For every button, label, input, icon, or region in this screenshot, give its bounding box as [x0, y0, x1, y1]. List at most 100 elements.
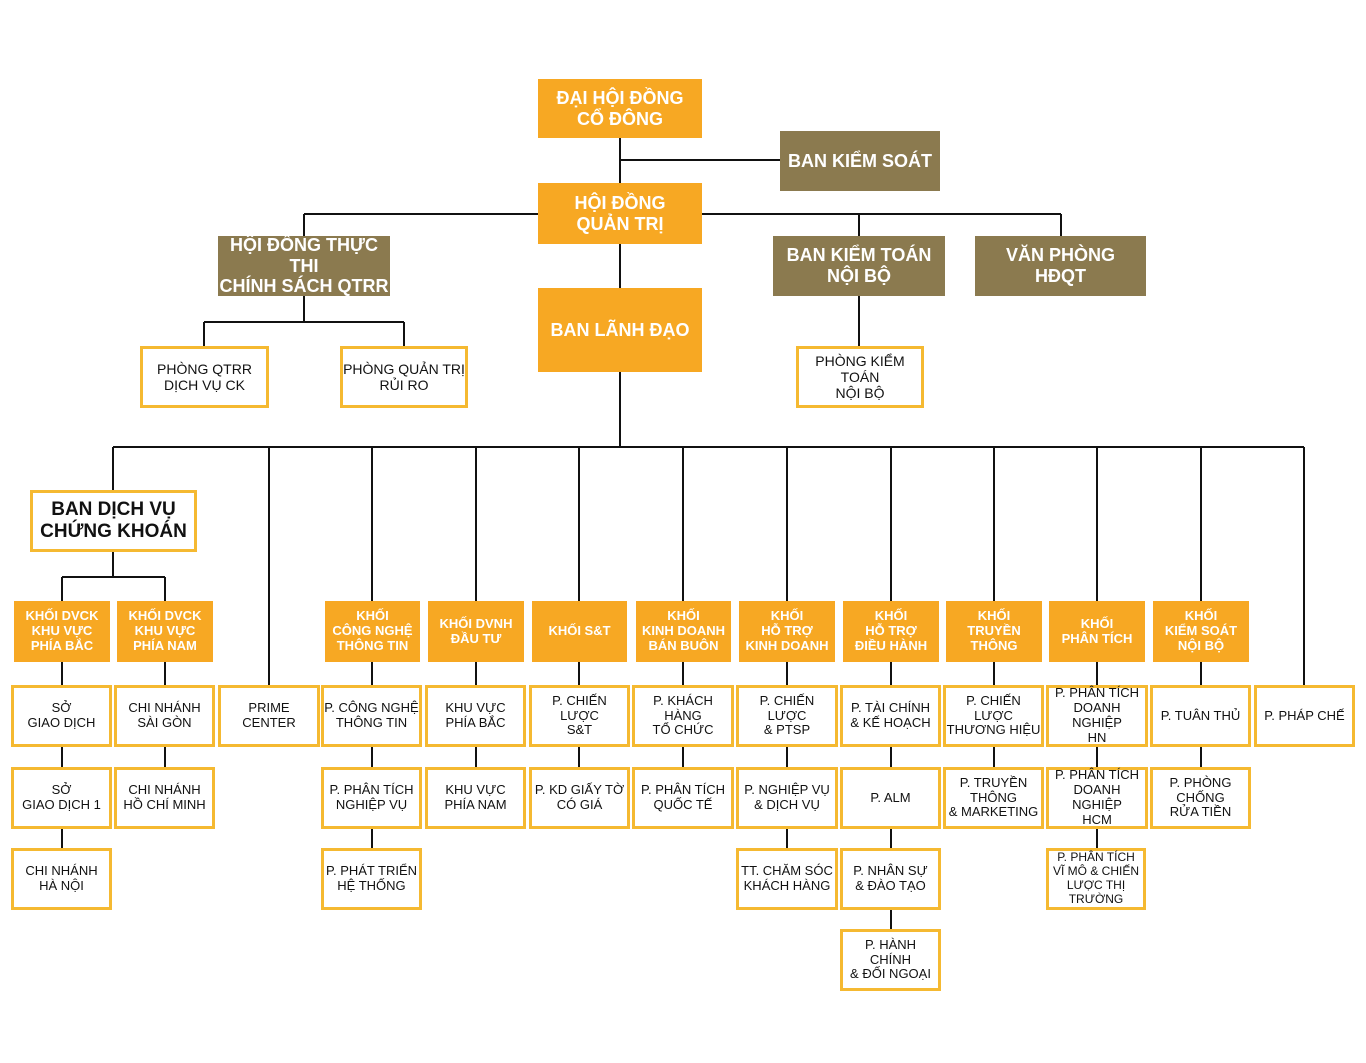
p-tai-chinh-box: P. TÀI CHÍNH & KẾ HOẠCH: [840, 685, 941, 747]
ban-kiem-soat-label: BAN KIỂM SOÁT: [788, 150, 932, 171]
p-phap-che-label: P. PHÁP CHẾ: [1264, 707, 1345, 723]
khoi-dvck-nam-box: KHỐI DVCK KHU VỰC PHÍA NAM: [117, 601, 213, 662]
so-giao-dich-1-box: SỞ GIAO DỊCH 1: [11, 767, 112, 829]
p-nghiep-vu-dich-vu-box: P. NGHIỆP VỤ & DỊCH VỤ: [736, 767, 838, 829]
phong-kiem-toan-label: PHÒNG KIỂM TOÁN NỘI BỘ: [815, 352, 905, 402]
khoi-dvnh-box: KHỐI DVNH ĐẦU TƯ: [428, 601, 524, 662]
so-giao-dich-box: SỞ GIAO DỊCH: [11, 685, 112, 747]
p-kd-giay-to-box: P. KD GIẤY TỜ CÓ GIÁ: [529, 767, 630, 829]
khu-vuc-phia-nam-label: KHU VỰC PHÍA NAM: [444, 782, 507, 812]
khoi-dvnh-label: KHỐI DVNH ĐẦU TƯ: [439, 615, 513, 646]
ban-dich-vu-ck-box: BAN DỊCH VỤ CHỨNG KHOÁN: [30, 490, 197, 552]
p-hanh-chinh-label: P. HÀNH CHÍNH & ĐỐI NGOẠI: [850, 936, 931, 982]
p-phan-tich-quoc-te-box: P. PHÂN TÍCH QUỐC TẾ: [632, 767, 734, 829]
phong-quan-tri-rui-ro-box: PHÒNG QUẢN TRỊ RỦI RO: [340, 346, 468, 408]
khoi-cong-nghe-label: KHỐI CÔNG NGHỆ THÔNG TIN: [332, 608, 413, 653]
van-phong-hdqt-box: VĂN PHÒNG HĐQT: [975, 236, 1146, 296]
p-nhan-su-box: P. NHÂN SỰ & ĐÀO TẠO: [840, 848, 941, 910]
chi-nhanh-sai-gon-label: CHI NHÁNH SÀI GÒN: [128, 700, 201, 730]
phong-qtrr-dich-vu-box: PHÒNG QTRR DỊCH VỤ CK: [140, 346, 269, 408]
khu-vuc-phia-nam-box: KHU VỰC PHÍA NAM: [425, 767, 526, 829]
p-truyen-thong-marketing-label: P. TRUYỀN THÔNG & MARKETING: [948, 774, 1039, 820]
dai-hoi-dong-co-dong-label: ĐẠI HỘI ĐỒNG CỔ ĐÔNG: [556, 87, 684, 129]
phong-qtrr-dich-vu-label: PHÒNG QTRR DỊCH VỤ CK: [157, 360, 252, 393]
hoi-dong-quan-tri-label: HỘI ĐỒNG QUẢN TRỊ: [574, 192, 666, 234]
p-phan-tich-vi-mo-label: P. PHÂN TÍCH VĨ MÔ & CHIẾN LƯỢC THỊ TRƯỜ…: [1052, 850, 1139, 906]
khoi-dvck-nam-label: KHỐI DVCK KHU VỰC PHÍA NAM: [128, 608, 202, 653]
khoi-kiem-soat-box: KHỐI KIỂM SOÁT NỘI BỘ: [1153, 601, 1249, 662]
so-giao-dich-1-label: SỞ GIAO DỊCH 1: [22, 782, 101, 812]
hoi-dong-thuc-thi-label: HỘI ĐỒNG THỰC THI CHÍNH SÁCH QTRR: [219, 234, 389, 297]
phong-kiem-toan-box: PHÒNG KIỂM TOÁN NỘI BỘ: [796, 346, 924, 408]
p-chien-luoc-ptsp-box: P. CHIẾN LƯỢC & PTSP: [736, 685, 838, 747]
khoi-truyen-thong-label: KHỐI TRUYỀN THÔNG: [967, 608, 1021, 653]
khoi-st-label: KHỐI S&T: [548, 623, 611, 639]
khoi-phan-tich-label: KHỐI PHÂN TÍCH: [1061, 615, 1133, 646]
khoi-dvck-bac-label: KHỐI DVCK KHU VỰC PHÍA BẮC: [25, 608, 99, 653]
p-hanh-chinh-box: P. HÀNH CHÍNH & ĐỐI NGOẠI: [840, 929, 941, 991]
khoi-ho-tro-kd-label: KHỐI HỖ TRỢ KINH DOANH: [745, 608, 829, 653]
p-phan-tich-dn-hn-label: P. PHÂN TÍCH DOANH NGHIỆP HN: [1054, 685, 1140, 745]
khoi-phan-tich-box: KHỐI PHÂN TÍCH: [1049, 601, 1145, 662]
chi-nhanh-hcm-box: CHI NHÁNH HỒ CHÍ MINH: [114, 767, 215, 829]
p-phan-tich-dn-hcm-box: P. PHÂN TÍCH DOANH NGHIỆP HCM: [1046, 767, 1148, 829]
p-truyen-thong-marketing-box: P. TRUYỀN THÔNG & MARKETING: [943, 767, 1044, 829]
p-alm-box: P. ALM: [840, 767, 941, 829]
khoi-kiem-soat-label: KHỐI KIỂM SOÁT NỘI BỘ: [1164, 608, 1238, 653]
p-phat-trien-he-thong-box: P. PHÁT TRIỂN HỆ THỐNG: [321, 848, 422, 910]
hoi-dong-quan-tri-box: HỘI ĐỒNG QUẢN TRỊ: [538, 183, 702, 244]
prime-center-box: PRIME CENTER: [218, 685, 320, 747]
khoi-st-box: KHỐI S&T: [532, 601, 627, 662]
khu-vuc-phia-bac-box: KHU VỰC PHÍA BẮC: [425, 685, 526, 747]
dai-hoi-dong-co-dong-box: ĐẠI HỘI ĐỒNG CỔ ĐÔNG: [538, 79, 702, 138]
khoi-kinh-doanh-label: KHỐI KINH DOANH BÁN BUÔN: [641, 608, 726, 653]
p-phan-tich-dn-hcm-label: P. PHÂN TÍCH DOANH NGHIỆP HCM: [1054, 767, 1140, 827]
khoi-truyen-thong-box: KHỐI TRUYỀN THÔNG: [946, 601, 1042, 662]
p-phap-che-box: P. PHÁP CHẾ: [1254, 685, 1355, 747]
p-chien-luoc-thuong-hieu-label: P. CHIẾN LƯỢC THƯƠNG HIỆU: [946, 692, 1041, 738]
van-phong-hdqt-label: VĂN PHÒNG HĐQT: [1005, 245, 1115, 286]
khoi-cong-nghe-box: KHỐI CÔNG NGHỆ THÔNG TIN: [325, 601, 420, 662]
p-phong-chong-rua-tien-box: P. PHÒNG CHỐNG RỬA TIỀN: [1150, 767, 1251, 829]
khu-vuc-phia-bac-label: KHU VỰC PHÍA BẮC: [445, 700, 506, 730]
p-kd-giay-to-label: P. KD GIẤY TỜ CÓ GIÁ: [534, 782, 625, 812]
p-chien-luoc-thuong-hieu-box: P. CHIẾN LƯỢC THƯƠNG HIỆU: [943, 685, 1044, 747]
phong-quan-tri-rui-ro-label: PHÒNG QUẢN TRỊ RỦI RO: [343, 360, 465, 393]
p-tai-chinh-label: P. TÀI CHÍNH & KẾ HOẠCH: [850, 700, 931, 730]
ban-kiem-toan-label: BAN KIỂM TOÁN NỘI BỘ: [786, 245, 932, 286]
p-chien-luoc-ptsp-label: P. CHIẾN LƯỢC & PTSP: [759, 692, 815, 738]
p-cong-nghe-thong-tin-box: P. CÔNG NGHỆ THÔNG TIN: [321, 685, 422, 747]
ban-lanh-dao-box: BAN LÃNH ĐẠO: [538, 288, 702, 372]
chi-nhanh-hcm-label: CHI NHÁNH HỒ CHÍ MINH: [123, 782, 206, 812]
p-chien-luoc-st-label: P. CHIẾN LƯỢC S&T: [552, 692, 607, 738]
p-tuan-thu-label: P. TUÂN THỦ: [1160, 707, 1241, 723]
p-phan-tich-nghiep-vu-box: P. PHÂN TÍCH NGHIỆP VỤ: [321, 767, 422, 829]
hoi-dong-thuc-thi-box: HỘI ĐỒNG THỰC THI CHÍNH SÁCH QTRR: [218, 234, 390, 297]
p-phan-tich-quoc-te-label: P. PHÂN TÍCH QUỐC TẾ: [640, 782, 726, 812]
chi-nhanh-ha-noi-box: CHI NHÁNH HÀ NỘI: [11, 848, 112, 910]
chi-nhanh-ha-noi-label: CHI NHÁNH HÀ NỘI: [25, 863, 98, 893]
prime-center-label: PRIME CENTER: [242, 700, 296, 730]
ban-kiem-toan-box: BAN KIỂM TOÁN NỘI BỘ: [773, 236, 945, 296]
ban-lanh-dao-label: BAN LÃNH ĐẠO: [550, 319, 690, 340]
p-khach-hang-to-chuc-box: P. KHÁCH HÀNG TỔ CHỨC: [632, 685, 734, 747]
tt-cham-soc-khach-hang-box: TT. CHĂM SÓC KHÁCH HÀNG: [736, 848, 838, 910]
khoi-ho-tro-dh-box: KHỐI HỖ TRỢ ĐIỀU HÀNH: [843, 601, 939, 662]
p-khach-hang-to-chuc-label: P. KHÁCH HÀNG TỔ CHỨC: [652, 692, 714, 738]
p-phan-tich-dn-hn-box: P. PHÂN TÍCH DOANH NGHIỆP HN: [1046, 685, 1148, 747]
khoi-dvck-bac-box: KHỐI DVCK KHU VỰC PHÍA BẮC: [14, 601, 110, 662]
ban-kiem-soat-box: BAN KIỂM SOÁT: [780, 131, 940, 191]
p-tuan-thu-box: P. TUÂN THỦ: [1150, 685, 1251, 747]
p-alm-label: P. ALM: [870, 789, 911, 805]
p-nhan-su-label: P. NHÂN SỰ & ĐÀO TẠO: [853, 863, 928, 893]
chi-nhanh-sai-gon-box: CHI NHÁNH SÀI GÒN: [114, 685, 215, 747]
p-cong-nghe-thong-tin-label: P. CÔNG NGHỆ THÔNG TIN: [324, 700, 419, 730]
p-chien-luoc-st-box: P. CHIẾN LƯỢC S&T: [529, 685, 630, 747]
khoi-ho-tro-kd-box: KHỐI HỖ TRỢ KINH DOANH: [739, 601, 835, 662]
tt-cham-soc-khach-hang-label: TT. CHĂM SÓC KHÁCH HÀNG: [741, 863, 833, 893]
p-phan-tich-vi-mo-box: P. PHÂN TÍCH VĨ MÔ & CHIẾN LƯỢC THỊ TRƯỜ…: [1046, 848, 1146, 910]
p-phong-chong-rua-tien-label: P. PHÒNG CHỐNG RỬA TIỀN: [1169, 774, 1232, 820]
p-phan-tich-nghiep-vu-label: P. PHÂN TÍCH NGHIỆP VỤ: [329, 782, 414, 812]
so-giao-dich-label: SỞ GIAO DỊCH: [27, 700, 96, 730]
